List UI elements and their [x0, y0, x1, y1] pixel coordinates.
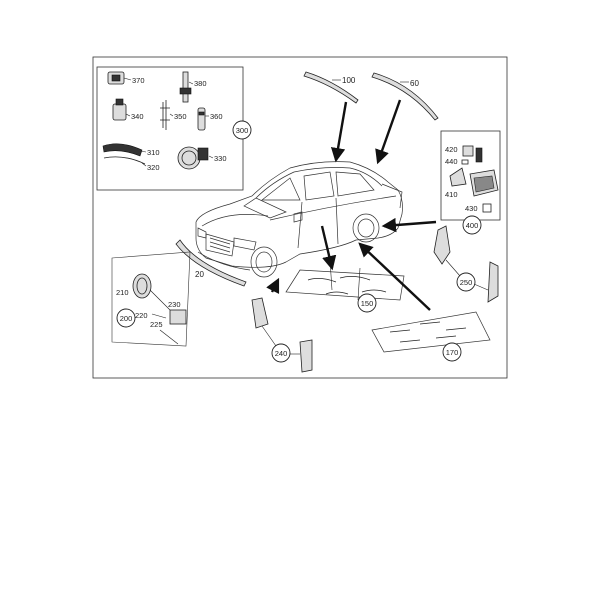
part-310: 310 [102, 143, 160, 157]
part-150: 150 [285, 225, 405, 313]
part-250: 250 [433, 225, 499, 303]
callout-400: 400 [462, 215, 482, 235]
label-430: 430 [465, 204, 478, 213]
part-210: 210 [116, 273, 171, 311]
part-240: 240 [251, 277, 313, 373]
inset-box-300 [96, 66, 244, 191]
part-410: 410 [445, 167, 467, 199]
label-210: 210 [116, 288, 129, 297]
label-230: 230 [168, 300, 181, 309]
label-350: 350 [174, 112, 187, 121]
part-225: 225 [150, 320, 179, 345]
part-220: 220 [135, 311, 167, 320]
part-230: 230 [168, 300, 187, 325]
part-320: 320 [103, 156, 160, 172]
part-440: 440 [445, 157, 469, 166]
part-350: 350 [160, 100, 187, 130]
part-420: 420 [445, 145, 483, 163]
label-320: 320 [147, 163, 160, 172]
label-360: 360 [210, 112, 223, 121]
car-illustration [195, 161, 403, 278]
label-60: 60 [410, 79, 419, 88]
callout-170-label: 170 [446, 348, 459, 357]
label-380: 380 [194, 79, 207, 88]
inset-group-300: 370 380 340 350 360 [96, 66, 244, 191]
inset-group-400: 420 440 410 430 [440, 130, 501, 221]
callout-200: 200 [116, 308, 136, 328]
part-100: 100 [303, 71, 359, 163]
label-310: 310 [147, 148, 160, 157]
part-330: 330 [177, 146, 227, 170]
label-370: 370 [132, 76, 145, 85]
part-360: 360 [197, 107, 223, 131]
label-20: 20 [195, 270, 204, 279]
label-440: 440 [445, 157, 458, 166]
callout-240-label: 240 [275, 349, 288, 358]
callout-200-label: 200 [120, 314, 133, 323]
diagram-frame [92, 56, 508, 379]
label-100: 100 [342, 76, 356, 85]
callout-150-label: 150 [361, 299, 374, 308]
label-220: 220 [135, 311, 148, 320]
callout-400-label: 400 [466, 221, 479, 230]
callout-250-label: 250 [460, 278, 473, 287]
part-370: 370 [107, 71, 145, 85]
inset-group-200: 210 230 220 225 200 [111, 251, 191, 347]
label-410: 410 [445, 190, 458, 199]
callout-300: 300 [232, 120, 252, 140]
part-380: 380 [179, 71, 207, 103]
callout-300-label: 300 [236, 126, 249, 135]
part-430: 430 [465, 203, 492, 213]
label-340: 340 [131, 112, 144, 121]
part-20: 20 [175, 239, 247, 287]
leader-arrow-400 [381, 217, 437, 233]
label-330: 330 [214, 154, 227, 163]
tail-lamp [469, 169, 499, 197]
part-340: 340 [112, 98, 144, 121]
label-225: 225 [150, 320, 163, 329]
label-420: 420 [445, 145, 458, 154]
part-170: 170 [358, 242, 491, 362]
part-60: 60 [371, 72, 439, 165]
